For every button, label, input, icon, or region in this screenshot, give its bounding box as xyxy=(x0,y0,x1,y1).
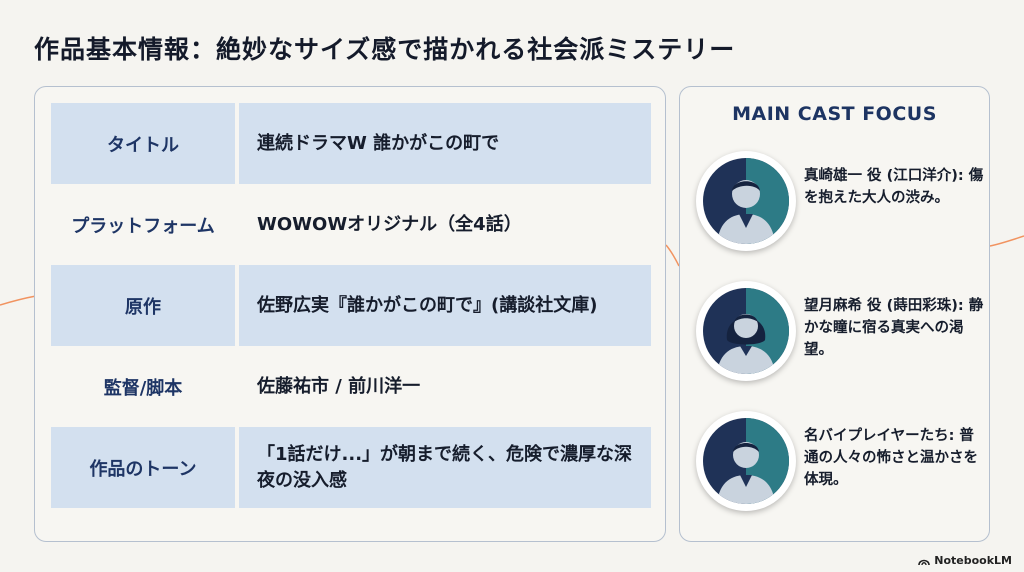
cast-description: 名バイプレイヤーたち: 普通の人々の怖さと温かさを体現。 xyxy=(804,428,978,488)
row-value: 連続ドラマW 誰かがこの町で xyxy=(239,103,651,184)
avatar xyxy=(696,281,796,381)
row-value: WOWOWオリジナル（全4話） xyxy=(257,213,522,235)
info-table: タイトル 連続ドラマW 誰かがこの町で プラットフォーム WOWOWオリジナル（… xyxy=(51,103,651,508)
cast-heading: MAIN CAST FOCUS xyxy=(732,103,937,125)
row-value: 佐野広実『誰かがこの町で』(講談社文庫) xyxy=(239,265,651,346)
notebooklm-icon xyxy=(918,559,931,565)
cast-panel: MAIN CAST FOCUS 真崎雄一 役 (江口洋介): 傷を抱えた大人の渋… xyxy=(679,86,990,542)
cast-description: 望月麻希 役 (蒔田彩珠): 静かな瞳に宿る真実への渇望。 xyxy=(804,298,984,358)
male-avatar-icon xyxy=(703,158,789,244)
row-label: タイトル xyxy=(51,103,235,184)
table-row: 原作 佐野広実『誰かがこの町で』(講談社文庫) xyxy=(51,265,651,346)
table-row: タイトル 連続ドラマW 誰かがこの町で xyxy=(51,103,651,184)
row-label: 監督/脚本 xyxy=(103,377,183,399)
cast-description: 真崎雄一 役 (江口洋介): 傷を抱えた大人の渋み。 xyxy=(804,168,984,206)
row-value: 「1話だけ...」が朝まで続く、危険で濃厚な深夜の没入感 xyxy=(239,427,651,508)
cast-member: 望月麻希 役 (蒔田彩珠): 静かな瞳に宿る真実への渇望。 xyxy=(696,281,986,381)
avatar xyxy=(696,151,796,251)
row-label: 原作 xyxy=(51,265,235,346)
brand-logo: NotebookLM xyxy=(918,554,1012,567)
brand-name: NotebookLM xyxy=(934,554,1012,567)
row-label: 作品のトーン xyxy=(51,427,235,508)
cast-member: 真崎雄一 役 (江口洋介): 傷を抱えた大人の渋み。 xyxy=(696,151,986,251)
table-row: 監督/脚本 佐藤祐市 / 前川洋一 xyxy=(51,346,651,427)
table-row: 作品のトーン 「1話だけ...」が朝まで続く、危険で濃厚な深夜の没入感 xyxy=(51,427,651,508)
avatar xyxy=(696,411,796,511)
cast-member: 名バイプレイヤーたち: 普通の人々の怖さと温かさを体現。 xyxy=(696,411,986,511)
male-avatar-icon xyxy=(703,418,789,504)
table-row: プラットフォーム WOWOWオリジナル（全4話） xyxy=(51,184,651,265)
female-avatar-icon xyxy=(703,288,789,374)
row-value: 佐藤祐市 / 前川洋一 xyxy=(257,375,421,397)
row-label: プラットフォーム xyxy=(71,215,215,237)
page-title: 作品基本情報：絶妙なサイズ感で描かれる社会派ミステリー xyxy=(34,35,736,64)
info-panel: タイトル 連続ドラマW 誰かがこの町で プラットフォーム WOWOWオリジナル（… xyxy=(34,86,666,542)
